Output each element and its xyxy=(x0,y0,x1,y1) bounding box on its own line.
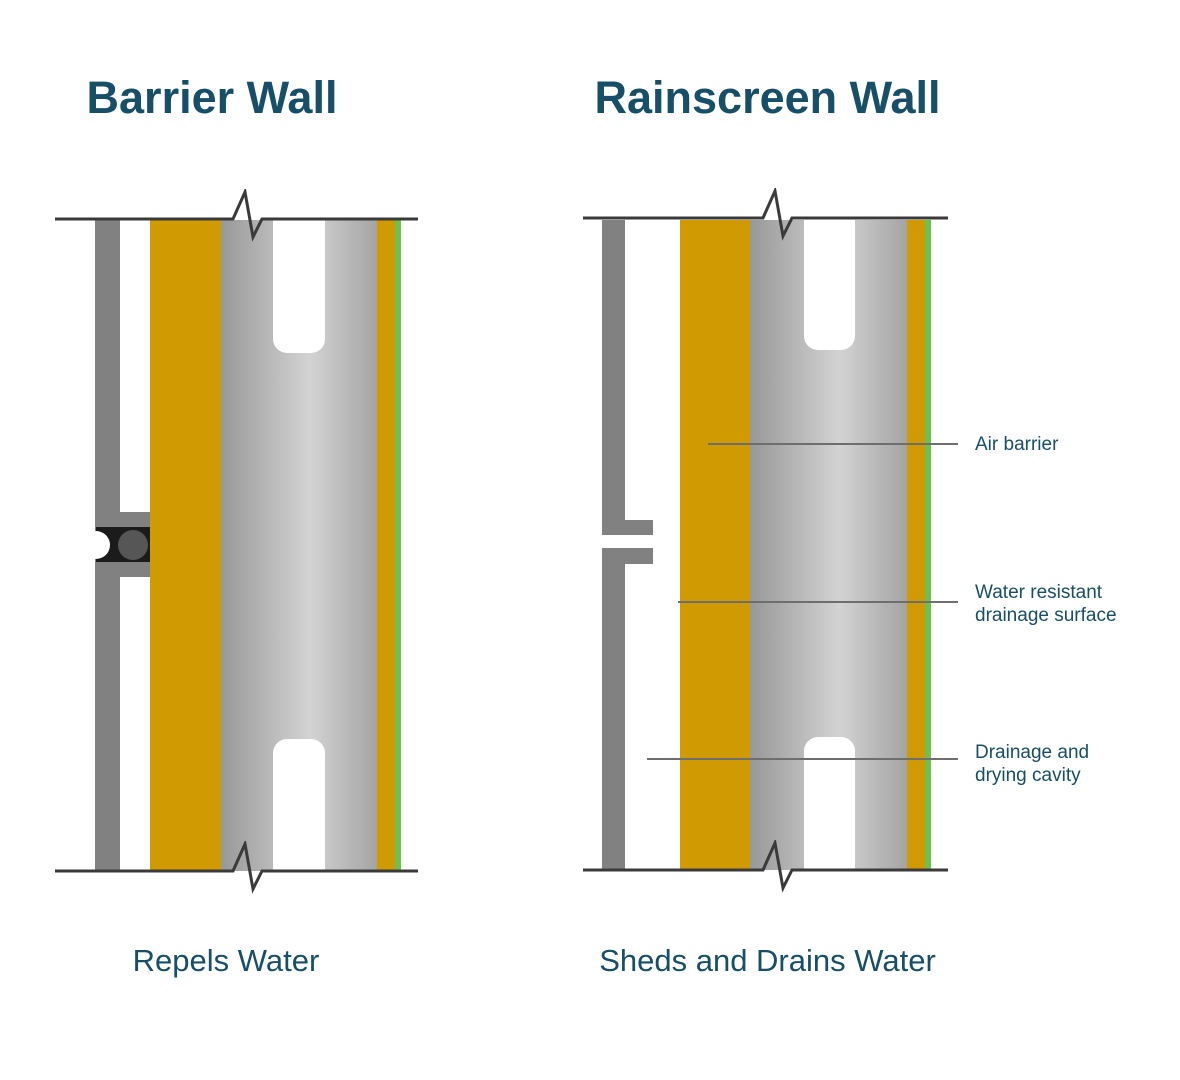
rainscreen-wall-caption: Sheds and Drains Water xyxy=(599,943,936,978)
rainscreen-outer-coating-layer xyxy=(907,220,925,870)
rainscreen-wall-title: Rainscreen Wall xyxy=(594,72,941,123)
rainscreen-break-line-top xyxy=(583,188,948,241)
rainscreen-joint-flange-bottom xyxy=(602,548,653,564)
barrier-outer-finish-layer xyxy=(395,220,401,871)
air-barrier-label: Air barrier xyxy=(975,434,1059,455)
rainscreen-stud-upper xyxy=(602,220,625,520)
drying-cavity-leader-line xyxy=(647,758,958,760)
air-barrier-leader-line xyxy=(708,443,958,445)
barrier-joint-flange-bottom xyxy=(95,562,150,577)
rainscreen-stud-lower xyxy=(602,564,625,870)
barrier-wall-title: Barrier Wall xyxy=(86,72,338,123)
barrier-break-line-top xyxy=(55,189,418,242)
barrier-joint-flange-top xyxy=(95,512,150,527)
barrier-joint-notch xyxy=(82,531,110,559)
barrier-panel-slot-top xyxy=(273,220,325,353)
barrier-break-line-bottom xyxy=(55,841,418,894)
drainage-surface-leader-line xyxy=(678,601,958,603)
barrier-wall-caption: Repels Water xyxy=(132,943,320,978)
barrier-outer-coating-layer xyxy=(377,220,395,871)
barrier-joint-fastener-icon xyxy=(118,530,148,560)
rainscreen-break-line-bottom xyxy=(583,840,948,893)
rainscreen-joint-flange-top xyxy=(602,520,653,535)
barrier-insulation-layer xyxy=(150,220,221,871)
barrier-panel-slot-bottom xyxy=(273,739,325,871)
rainscreen-insulation-layer xyxy=(680,220,750,870)
drying-cavity-label: Drainage and drying cavity xyxy=(975,742,1090,786)
rainscreen-panel-slot-top xyxy=(804,220,855,350)
rainscreen-outer-finish-layer xyxy=(925,220,931,870)
drainage-surface-label: Water resistant drainage surface xyxy=(975,582,1117,626)
